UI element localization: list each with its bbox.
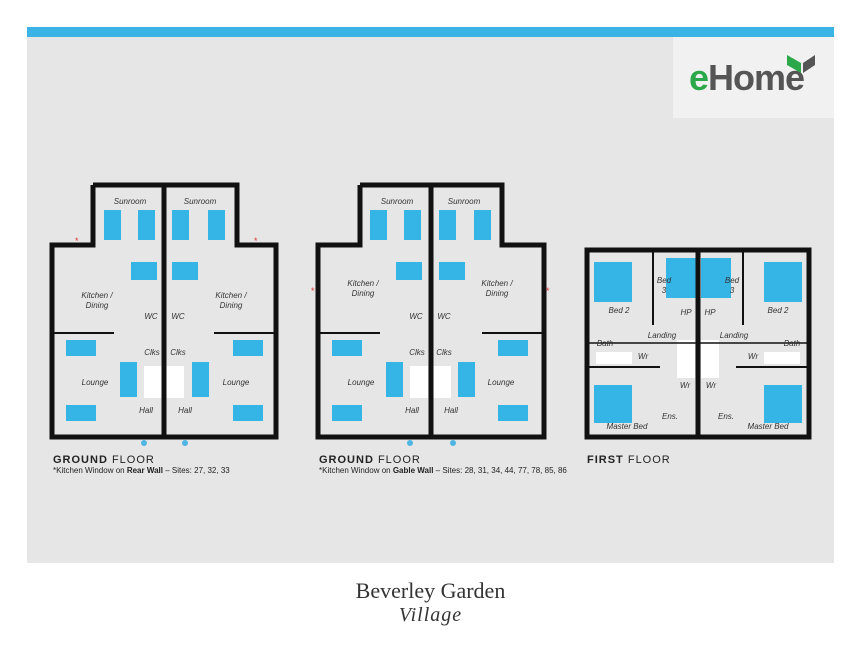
svg-text:Bed 2: Bed 2: [609, 306, 630, 315]
svg-text:Sunroom: Sunroom: [381, 197, 414, 206]
svg-text:Dining: Dining: [86, 301, 109, 310]
top-accent-bar: [27, 27, 834, 37]
kitchen-window-markers: * * * *: [75, 236, 550, 296]
svg-text:WC: WC: [144, 312, 158, 321]
svg-text:Sunroom: Sunroom: [114, 197, 147, 206]
svg-text:Lounge: Lounge: [488, 378, 515, 387]
development-subname: Village: [398, 604, 463, 626]
plan-2-labels: Sunroom Sunroom Kitchen / Dining Kitchen…: [347, 197, 514, 415]
svg-text:Bed 2: Bed 2: [768, 306, 789, 315]
svg-text:Bed: Bed: [725, 276, 740, 285]
svg-text:Hall: Hall: [405, 406, 419, 415]
svg-text:Clks: Clks: [436, 348, 452, 357]
svg-text:3: 3: [662, 286, 667, 295]
svg-text:Kitchen /: Kitchen /: [215, 291, 247, 300]
svg-text:Wr: Wr: [706, 381, 717, 390]
plan-1-note: *Kitchen Window on Rear Wall – Sites: 27…: [53, 466, 230, 475]
svg-text:Hall: Hall: [178, 406, 192, 415]
svg-text:Clks: Clks: [170, 348, 186, 357]
logo-book-icon: [787, 55, 815, 73]
svg-text:Ens.: Ens.: [662, 412, 678, 421]
svg-text:*: *: [75, 236, 79, 246]
svg-text:HP: HP: [704, 308, 716, 317]
internal-walls: [54, 252, 807, 368]
svg-text:Hall: Hall: [444, 406, 458, 415]
svg-text:Bath: Bath: [784, 339, 801, 348]
svg-text:Bath: Bath: [597, 339, 614, 348]
svg-text:WC: WC: [171, 312, 185, 321]
svg-text:*: *: [254, 236, 258, 246]
svg-text:*: *: [311, 286, 315, 296]
svg-text:Clks: Clks: [409, 348, 425, 357]
svg-text:Lounge: Lounge: [223, 378, 250, 387]
svg-text:Dining: Dining: [220, 301, 243, 310]
svg-text:Wr: Wr: [638, 352, 649, 361]
svg-text:Landing: Landing: [648, 331, 677, 340]
entrance-markers: [141, 440, 456, 446]
plan-2-note: *Kitchen Window on Gable Wall – Sites: 2…: [319, 466, 567, 475]
svg-text:Master Bed: Master Bed: [607, 422, 648, 431]
svg-text:Sunroom: Sunroom: [184, 197, 217, 206]
svg-text:Kitchen /: Kitchen /: [347, 279, 379, 288]
svg-text:WC: WC: [409, 312, 423, 321]
plan-3-labels: Bed 2 Bed 2 Bed 3 Bed 3 HP HP Landing La…: [597, 276, 801, 431]
svg-text:Clks: Clks: [144, 348, 160, 357]
plan-1-title: GROUND FLOOR: [53, 454, 155, 466]
svg-text:Dining: Dining: [486, 289, 509, 298]
svg-text:3: 3: [730, 286, 735, 295]
svg-text:Kitchen /: Kitchen /: [81, 291, 113, 300]
svg-text:Master Bed: Master Bed: [748, 422, 789, 431]
plan-3-title: FIRST FLOOR: [587, 454, 671, 466]
furniture: [66, 210, 802, 423]
walls: [49, 182, 812, 440]
development-name: Beverley Garden: [355, 578, 506, 603]
svg-text:HP: HP: [680, 308, 692, 317]
svg-text:Dining: Dining: [352, 289, 375, 298]
svg-text:Lounge: Lounge: [82, 378, 109, 387]
plan-2-title: GROUND FLOOR: [319, 454, 421, 466]
fixtures: [144, 340, 800, 398]
svg-text:Wr: Wr: [680, 381, 691, 390]
svg-text:Wr: Wr: [748, 352, 759, 361]
svg-text:WC: WC: [437, 312, 451, 321]
svg-text:*: *: [546, 286, 550, 296]
ehome-logo: eHome: [673, 37, 834, 118]
svg-text:Ens.: Ens.: [718, 412, 734, 421]
svg-text:Sunroom: Sunroom: [448, 197, 481, 206]
svg-text:Kitchen /: Kitchen /: [481, 279, 513, 288]
svg-text:Hall: Hall: [139, 406, 153, 415]
svg-text:Landing: Landing: [720, 331, 749, 340]
svg-text:Bed: Bed: [657, 276, 672, 285]
plan-1-labels: Sunroom Sunroom Kitchen / Dining Kitchen…: [81, 197, 249, 415]
svg-text:Lounge: Lounge: [348, 378, 375, 387]
